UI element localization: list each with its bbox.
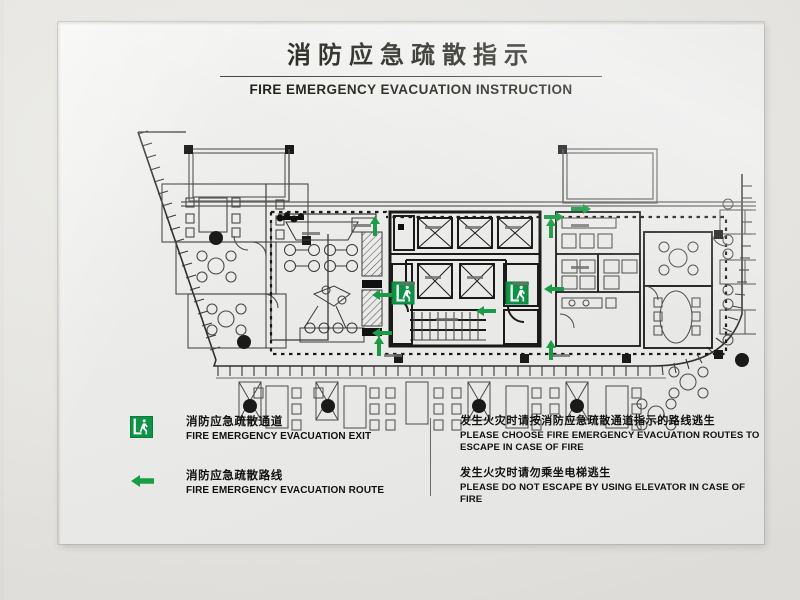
column [714, 230, 723, 239]
private-office-west [161, 183, 287, 349]
legend-route-cn: 消防应急疏散路线 [186, 468, 283, 482]
exit-sign-left [391, 281, 415, 305]
elevator [417, 217, 453, 249]
plan-marker [276, 212, 304, 223]
route-arrow-down-2 [374, 336, 384, 356]
route-arrow-down-3 [546, 218, 556, 238]
column [714, 350, 723, 359]
page-title-cn: 消防应急疏散指示 [287, 41, 535, 69]
stairwell-right [503, 263, 539, 345]
column [570, 399, 584, 413]
column [735, 353, 749, 367]
green-arrow-left-icon [130, 470, 154, 494]
plate-edge-left [58, 22, 61, 544]
sign-header: 消防应急疏散指示 FIRE EMERGENCY EVACUATION INSTR… [58, 41, 764, 97]
legend-divider [430, 418, 431, 496]
plan-annotations [302, 224, 589, 357]
note-2-cn: 发生火灾时请勿乘坐电梯逃生 [460, 466, 611, 479]
note-2-en: PLEASE DO NOT ESCAPE BY USING ELEVATOR I… [460, 481, 746, 506]
legend-exit-text: 消防应急疏散通道 FIRE EMERGENCY EVACUATION EXIT [186, 414, 371, 443]
reception-lobby [270, 213, 377, 343]
page-title-en: FIRE EMERGENCY EVACUATION INSTRUCTION [249, 81, 573, 97]
column [622, 354, 631, 363]
legend-exit-cn: 消防应急疏散通道 [186, 414, 283, 428]
open-office-south [238, 381, 642, 431]
legend-route-en: FIRE EMERGENCY EVACUATION ROUTE [186, 485, 385, 497]
legend: 消防应急疏散通道 FIRE EMERGENCY EVACUATION EXIT … [130, 414, 759, 524]
meeting-room [643, 231, 713, 349]
column [472, 399, 486, 413]
balcony-north-left [188, 148, 290, 202]
plate-edge-top [58, 22, 764, 25]
legend-symbols: 消防应急疏散通道 FIRE EMERGENCY EVACUATION EXIT … [130, 414, 392, 512]
column [520, 354, 529, 363]
title-divider [220, 75, 602, 77]
north-wall [181, 149, 756, 207]
legend-route-text: 消防应急疏散路线 FIRE EMERGENCY EVACUATION ROUTE [186, 468, 384, 497]
elevator [497, 217, 533, 249]
note-2: 发生火灾时请勿乘坐电梯逃生 PLEASE DO NOT ESCAPE BY US… [460, 466, 760, 508]
floor-plan [66, 114, 756, 454]
balcony-north-right [562, 148, 658, 204]
restroom-block [555, 211, 641, 347]
column [209, 231, 223, 245]
route-arrow-right-2 [476, 306, 496, 316]
note-1-en: PLEASE CHOOSE FIRE EMERGENCY EVACUATION … [460, 429, 760, 454]
legend-exit-en: FIRE EMERGENCY EVACUATION EXIT [186, 431, 372, 443]
emergency-exit-icon [130, 416, 154, 440]
elevator [417, 263, 453, 299]
open-office-east [719, 198, 756, 346]
service-shaft [361, 231, 383, 336]
column [237, 335, 251, 349]
elevator [457, 217, 493, 249]
legend-notes: 发生火灾时请按消防应急疏散通道指示的路线逃生 PLEASE CHOOSE FIR… [460, 414, 760, 508]
legend-item-route: 消防应急疏散路线 FIRE EMERGENCY EVACUATION ROUTE [130, 468, 392, 512]
elevator [459, 263, 495, 299]
column [394, 354, 403, 363]
column [321, 399, 335, 413]
exit-sign-right [505, 281, 529, 305]
wall-hatch-left [137, 130, 221, 351]
wall-hatch-bottom [217, 185, 752, 376]
office-cells [265, 183, 309, 243]
note-1: 发生火灾时请按消防应急疏散通道指示的路线逃生 PLEASE CHOOSE FIR… [460, 414, 760, 456]
evacuation-zone-boundary [269, 210, 728, 356]
stair-treads [410, 312, 486, 341]
legend-item-exit: 消防应急疏散通道 FIRE EMERGENCY EVACUATION EXIT [130, 414, 392, 458]
evacuation-sign-plate: 消防应急疏散指示 FIRE EMERGENCY EVACUATION INSTR… [58, 22, 764, 544]
column [243, 399, 257, 413]
column [184, 145, 193, 154]
route-arrow-left-1 [544, 212, 564, 222]
central-core [388, 210, 542, 348]
lounge-seating-east [636, 366, 709, 431]
note-1-cn: 发生火灾时请按消防应急疏散通道指示的路线逃生 [460, 414, 716, 427]
